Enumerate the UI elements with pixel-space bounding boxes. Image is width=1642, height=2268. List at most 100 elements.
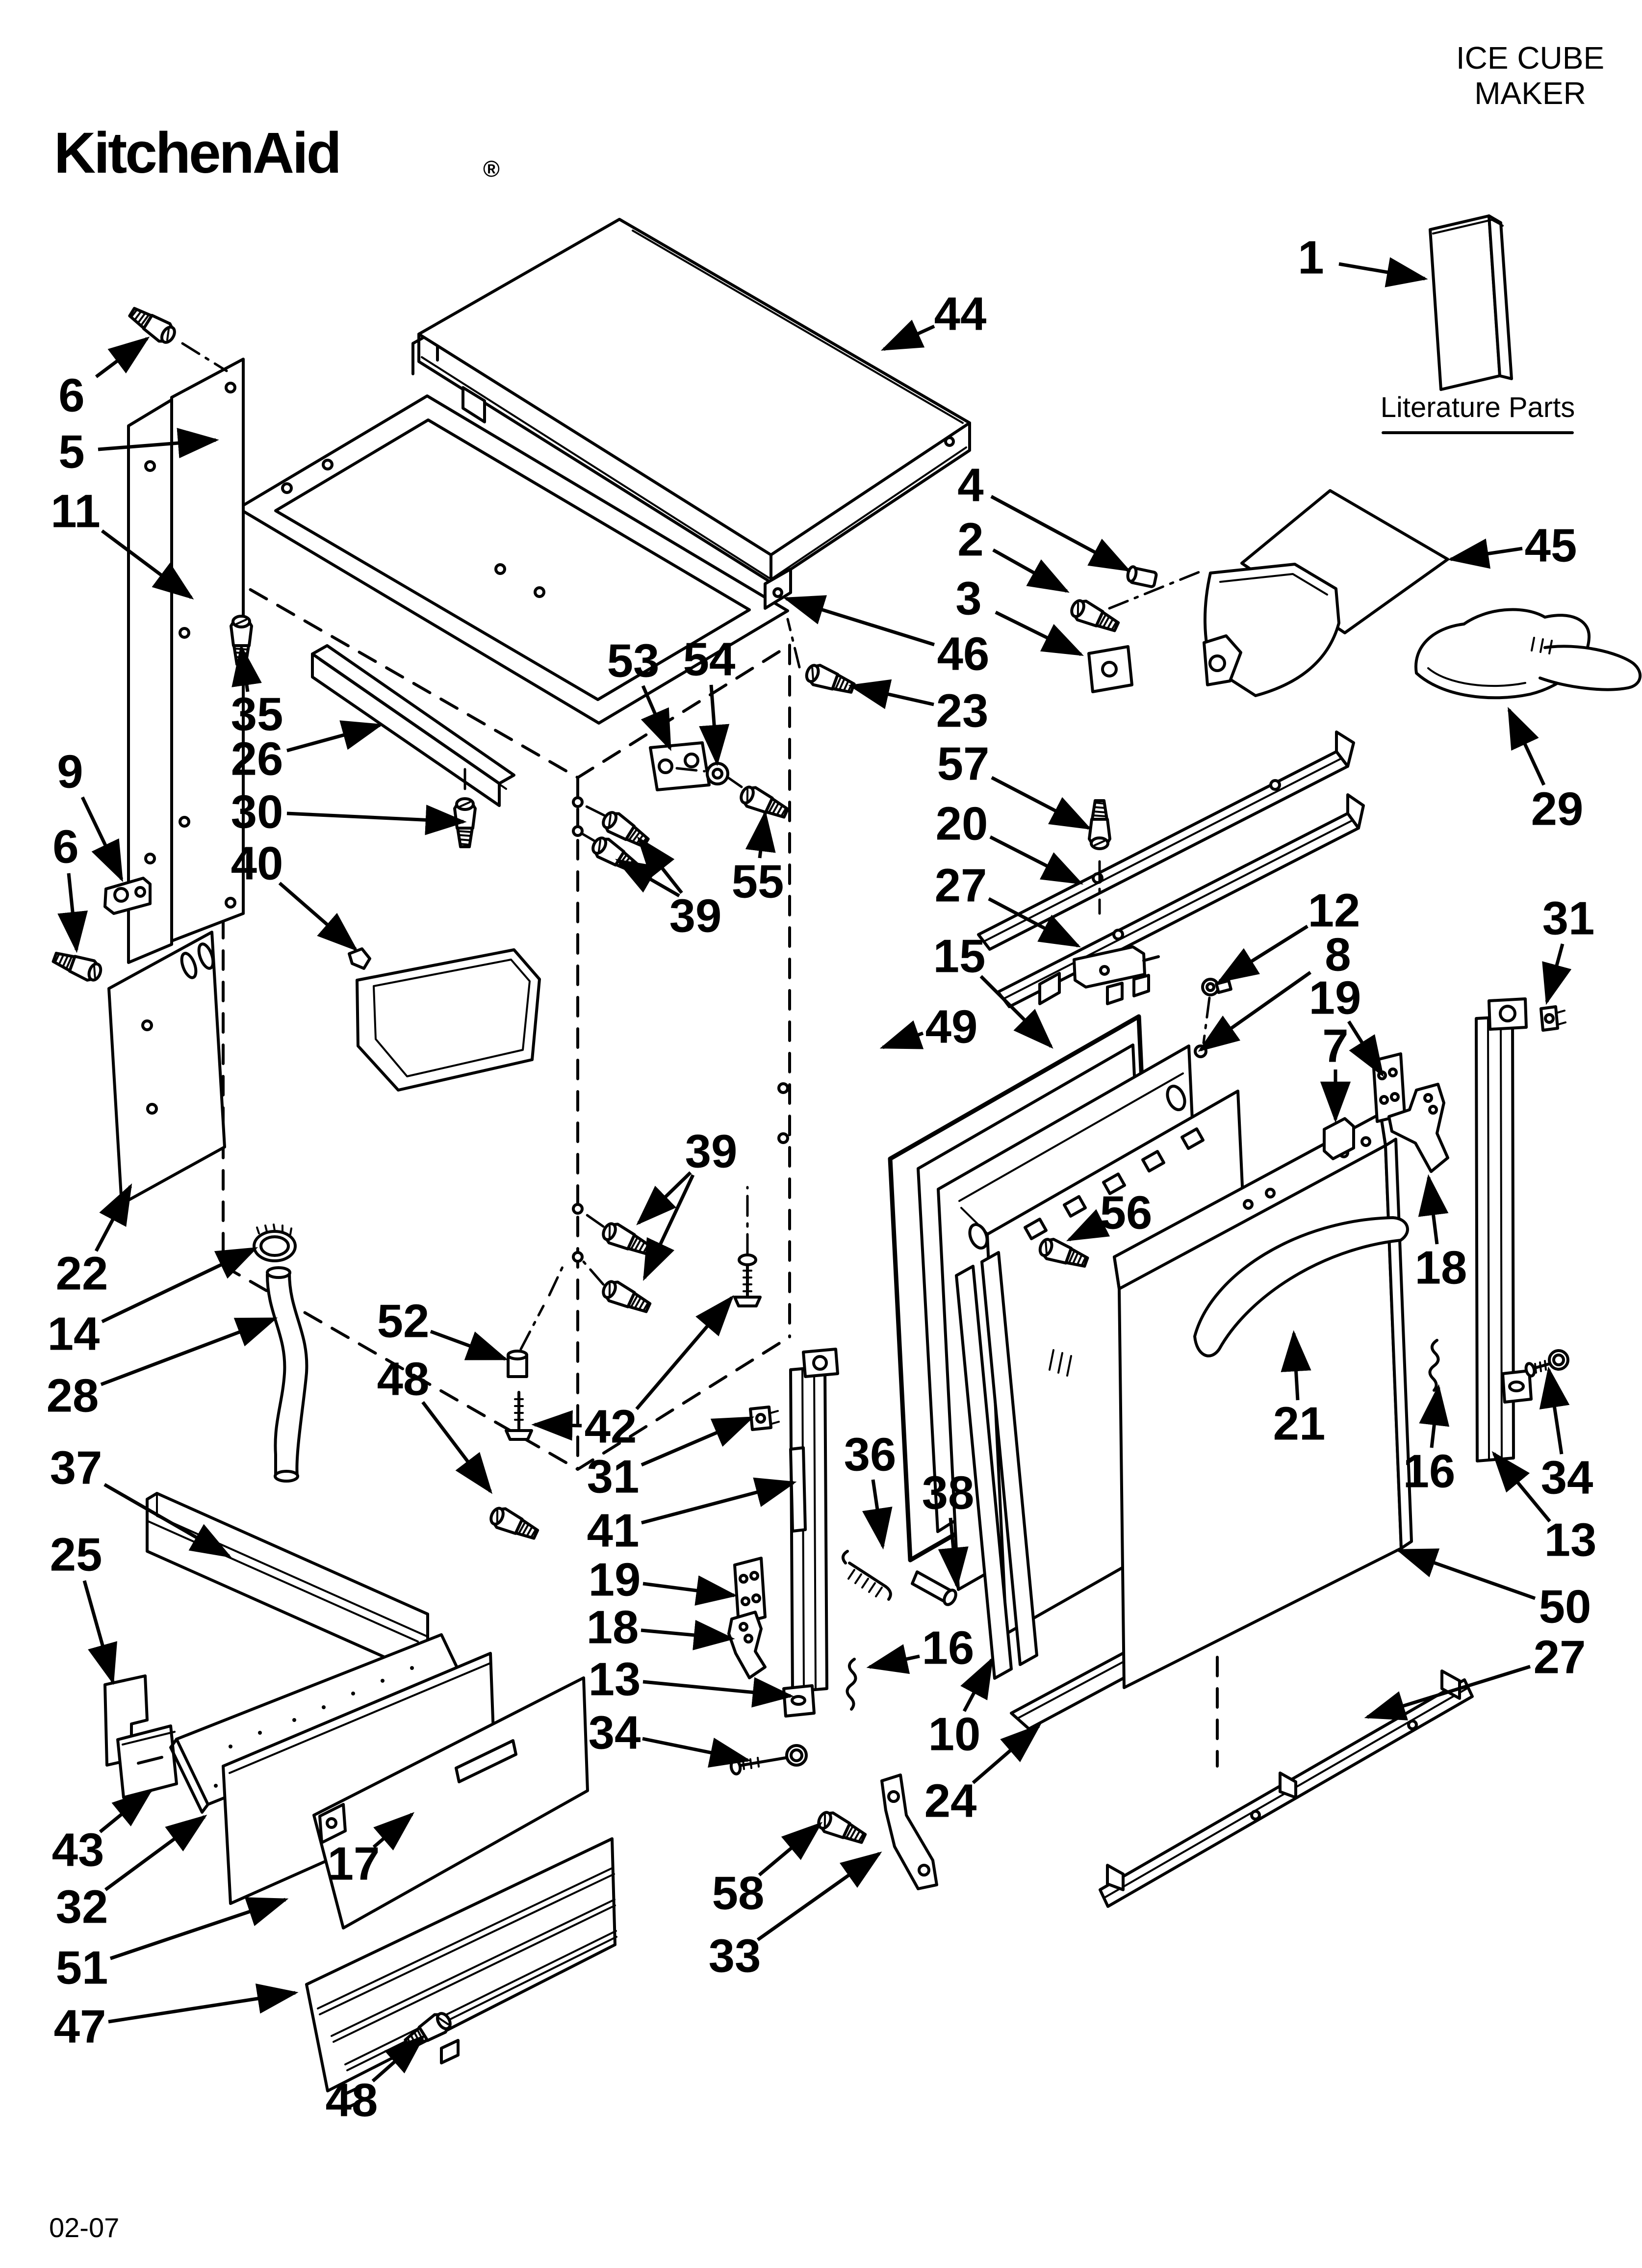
leader-arrow-30 bbox=[286, 805, 467, 835]
part-31-clip-nut-mid bbox=[749, 1406, 780, 1431]
part-18-hinge-bracket-lower bbox=[727, 1611, 767, 1679]
leader-arrow-1 bbox=[1338, 257, 1428, 287]
callout-13: 13 bbox=[1544, 1514, 1597, 1566]
leader-arrow-46 bbox=[783, 595, 935, 647]
callout-34: 34 bbox=[1541, 1452, 1593, 1504]
callout-38: 38 bbox=[922, 1467, 975, 1519]
leader-arrow-33 bbox=[756, 1851, 882, 1941]
leader-arrow-42 bbox=[635, 1295, 734, 1410]
callout-54: 54 bbox=[683, 633, 736, 686]
callout-16: 16 bbox=[922, 1622, 975, 1674]
leader-arrow-5 bbox=[98, 428, 219, 459]
callout-23: 23 bbox=[936, 685, 989, 737]
leader-arrow-26 bbox=[286, 720, 384, 753]
leader-arrow-27 bbox=[1364, 1665, 1531, 1721]
part-28-drain-hose bbox=[266, 1266, 308, 1483]
part-20-hinge-rail bbox=[977, 730, 1355, 951]
callout-26: 26 bbox=[231, 733, 283, 785]
part-31-clip-nut-top bbox=[1539, 1005, 1566, 1032]
part-23-screw bbox=[786, 618, 856, 698]
callout-55: 55 bbox=[732, 856, 784, 908]
callout-22: 22 bbox=[56, 1248, 108, 1300]
callout-9: 9 bbox=[57, 746, 83, 798]
leader-arrow-6 bbox=[95, 336, 150, 378]
leader-arrow-48 bbox=[371, 2034, 426, 2083]
part-1-literature-book bbox=[1429, 214, 1513, 391]
part-50-door-panel bbox=[1049, 1112, 1413, 1689]
leader-arrow-31 bbox=[1542, 943, 1572, 1005]
callout-19: 19 bbox=[589, 1554, 641, 1606]
leader-arrow-4 bbox=[990, 495, 1131, 572]
callout-4: 4 bbox=[957, 459, 983, 512]
leader-arrow-40 bbox=[278, 882, 359, 952]
callout-52: 52 bbox=[377, 1295, 430, 1348]
leader-arrow-13 bbox=[642, 1677, 794, 1708]
part-11-side-panel-rear bbox=[127, 398, 173, 964]
part-55-screw bbox=[675, 767, 790, 822]
leader-arrow-13 bbox=[1491, 1451, 1551, 1523]
part-36-spring bbox=[841, 1550, 892, 1601]
leader-arrow-25 bbox=[82, 1580, 117, 1685]
leader-arrow-39 bbox=[636, 1171, 692, 1225]
leader-arrow-15 bbox=[979, 975, 1053, 1049]
callout-46: 46 bbox=[937, 628, 990, 680]
leader-arrow-31 bbox=[641, 1416, 755, 1467]
callout-32: 32 bbox=[56, 1881, 108, 1933]
part-top-hinge-bar bbox=[1073, 945, 1160, 1005]
callout-28: 28 bbox=[47, 1370, 99, 1422]
part-34-bolt-right bbox=[1524, 1349, 1569, 1378]
callout-8: 8 bbox=[1325, 929, 1351, 981]
part-40-shutoff-bin bbox=[348, 947, 541, 1092]
product-title-line1: ICE CUBE bbox=[1456, 40, 1604, 76]
part-47-louvered-grille bbox=[305, 1837, 617, 2111]
leader-arrow-43 bbox=[99, 1788, 154, 1833]
callout-1: 1 bbox=[1298, 232, 1324, 284]
callout-47: 47 bbox=[54, 2001, 106, 2053]
leader-arrow-39 bbox=[615, 859, 680, 898]
leader-arrow-50 bbox=[1395, 1548, 1536, 1600]
callout-11: 11 bbox=[51, 485, 100, 538]
callout-5: 5 bbox=[58, 426, 84, 478]
part-39-screws-lower bbox=[582, 1211, 652, 1317]
callout-12: 12 bbox=[1308, 885, 1360, 937]
callout-41: 41 bbox=[587, 1505, 640, 1557]
leader-arrow-18 bbox=[1418, 1174, 1449, 1245]
part-42-bolt-right bbox=[733, 1186, 762, 1307]
callout-48: 48 bbox=[377, 1353, 430, 1406]
part-52-spacer bbox=[507, 1260, 566, 1378]
part-6-screw-top bbox=[127, 303, 228, 372]
cabinet-dashed-outline bbox=[222, 573, 791, 1471]
callout-33: 33 bbox=[709, 1930, 761, 1982]
callout-30: 30 bbox=[231, 786, 283, 838]
leader-arrow-9 bbox=[80, 796, 124, 883]
callout-25: 25 bbox=[50, 1529, 103, 1581]
part-18-hinge-bracket-upper bbox=[1387, 1083, 1449, 1173]
callout-39: 39 bbox=[685, 1125, 738, 1178]
part-4-spacer bbox=[1126, 565, 1158, 588]
callout-17: 17 bbox=[328, 1838, 380, 1890]
part-48-screw-mid bbox=[488, 1505, 540, 1543]
callout-3: 3 bbox=[955, 573, 981, 625]
callout-34: 34 bbox=[589, 1707, 641, 1759]
callout-6: 6 bbox=[52, 821, 78, 873]
part-9-clamp bbox=[103, 877, 152, 915]
part-5-side-panel bbox=[170, 358, 245, 942]
leader-arrow-24 bbox=[972, 1723, 1042, 1784]
leader-arrow-45 bbox=[1447, 538, 1523, 569]
part-44-top-cover bbox=[417, 218, 971, 610]
brand-logo: KitchenAid bbox=[54, 121, 340, 185]
part-53-plate bbox=[649, 741, 711, 791]
product-title-line2: MAKER bbox=[1474, 76, 1586, 111]
leader-arrow-47 bbox=[108, 1983, 299, 2024]
leader-arrow-19 bbox=[1347, 1020, 1384, 1077]
part-33-bracket bbox=[880, 1773, 938, 1890]
leader-arrow-35 bbox=[231, 644, 262, 692]
leader-arrow-56 bbox=[1066, 1209, 1110, 1242]
leader-arrow-36 bbox=[862, 1479, 893, 1550]
leader-arrow-32 bbox=[104, 1815, 207, 1891]
leader-arrow-23 bbox=[848, 679, 934, 709]
part-17-panel bbox=[312, 1676, 589, 1929]
